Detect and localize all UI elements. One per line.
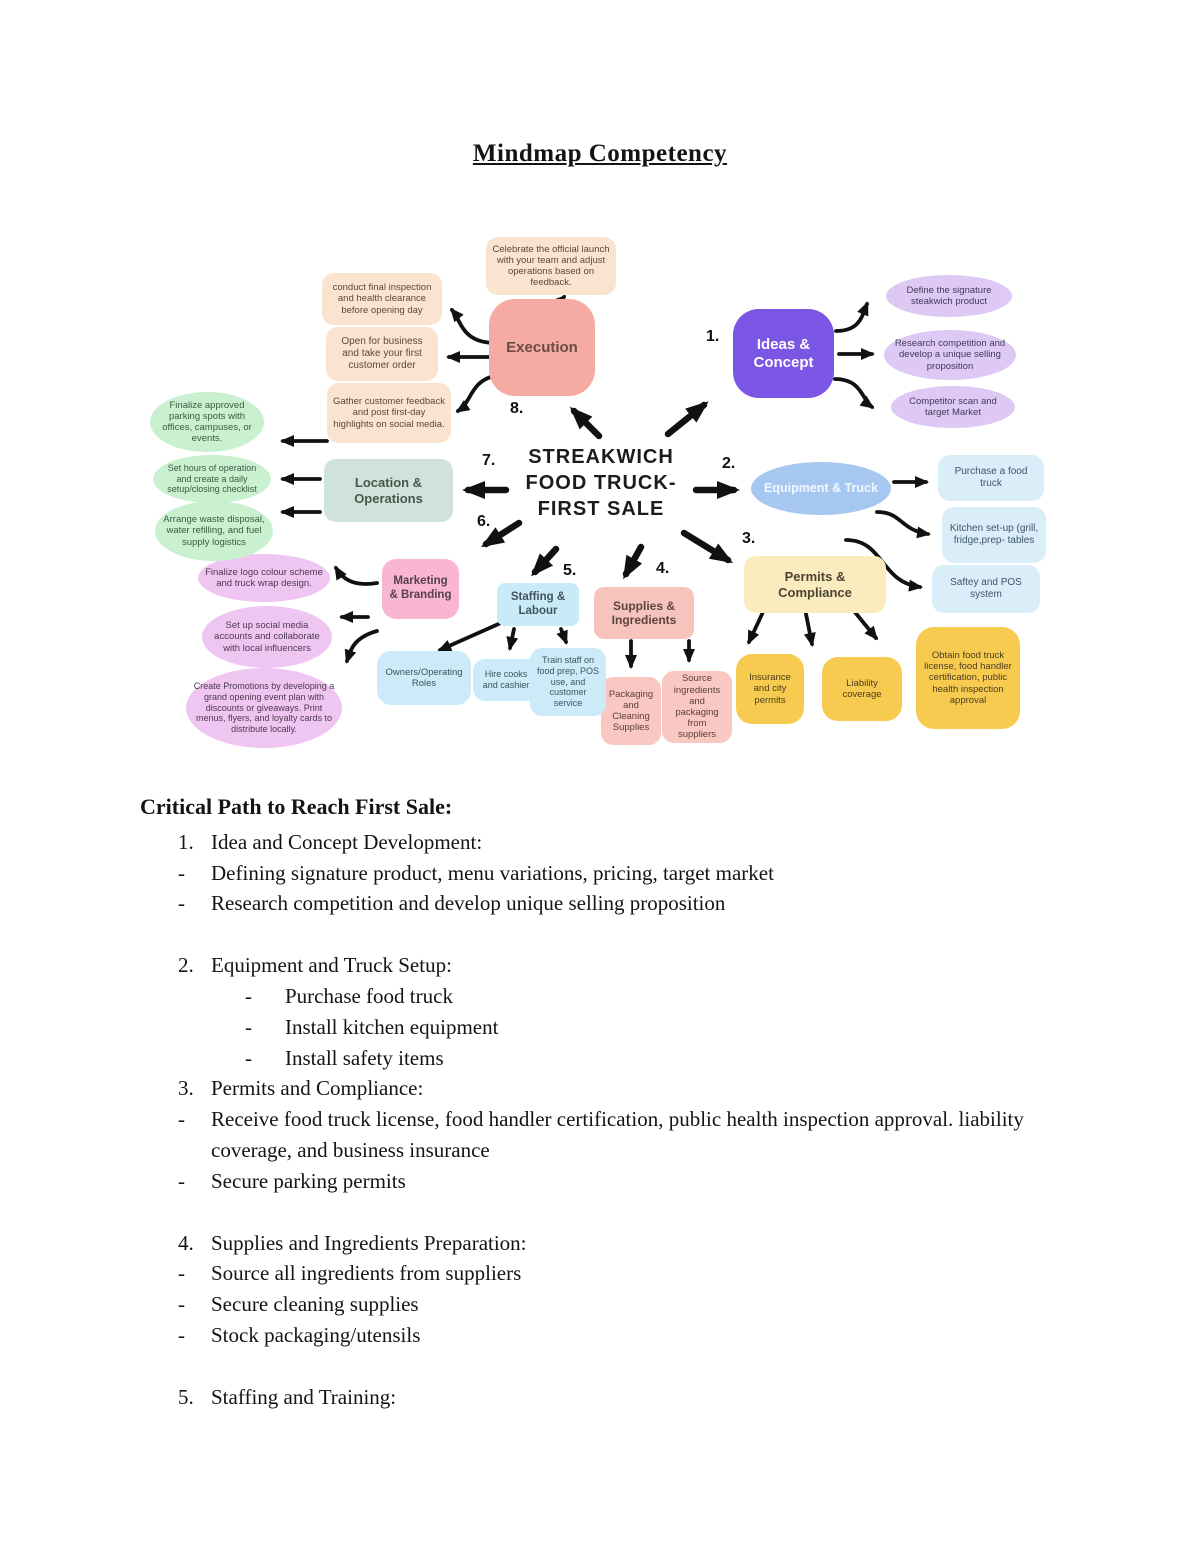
bubble-research-competition: Research competition and develop a uniqu… xyxy=(884,330,1016,380)
section-number: 4. xyxy=(178,1230,194,1255)
bubble-obtain-license: Obtain food truck license, food handler … xyxy=(916,627,1020,729)
list-item-text: Receive food truck license, food handler… xyxy=(211,1107,1024,1162)
section-3: 3. Permits and Compliance: - Receive food … xyxy=(140,1073,1080,1196)
dash-marker: - xyxy=(245,1014,252,1039)
bubble-final-inspection: conduct final inspection and health clea… xyxy=(322,273,442,325)
bubble-waste-logistics: Arrange waste disposal, water refilling,… xyxy=(155,501,273,561)
section-1: 1. Idea and Concept Development: - Definin… xyxy=(140,827,1080,919)
branch-number-1: 1. xyxy=(706,328,720,345)
list-item: - Source all ingredients from suppliers xyxy=(140,1258,1080,1289)
dash-marker: - xyxy=(178,860,185,885)
bubble-hours-checklist: Set hours of operation and create a dail… xyxy=(153,455,271,503)
bubble-hire-cooks: Hire cooks and cashier xyxy=(473,659,539,701)
branch-number-3: 3. xyxy=(742,530,756,547)
dash-marker: - xyxy=(178,891,185,916)
node-ideas-concept: Ideas & Concept xyxy=(733,309,834,398)
list-item: - Secure parking permits xyxy=(140,1166,1080,1197)
bubble-packaging-cleaning: Packaging and Cleaning Supplies xyxy=(601,677,661,745)
list-item: - Install kitchen equipment xyxy=(140,1012,1080,1043)
branch-number-5: 5. xyxy=(563,562,577,579)
list-item-text: Stock packaging/utensils xyxy=(211,1322,421,1347)
bubble-safety-pos: Saftey and POS system xyxy=(932,565,1040,613)
bubble-insurance-permits: Insurance and city permits xyxy=(736,654,804,724)
list-item-text: Install kitchen equipment xyxy=(285,1014,499,1039)
section-number: 1. xyxy=(178,829,194,854)
bubble-define-product: Define the signature steakwich product xyxy=(886,275,1012,317)
dash-marker: - xyxy=(245,983,252,1008)
bubble-source-ingredients: Source ingredients and packaging from su… xyxy=(662,671,732,743)
dash-marker: - xyxy=(178,1107,185,1132)
bubble-social-media: Set up social media accounts and collabo… xyxy=(202,606,332,668)
bubble-gather-feedback: Gather customer feedback and post first-… xyxy=(327,383,451,443)
node-execution: Execution xyxy=(489,299,595,396)
mindmap-diagram: STREAKWICH FOOD TRUCK- FIRST SALE 1. 2. … xyxy=(150,237,1046,748)
dash-marker: - xyxy=(178,1322,185,1347)
bubble-purchase-truck: Purchase a food truck xyxy=(938,455,1044,501)
bubble-celebrate-launch: Celebrate the official launch with your … xyxy=(486,237,616,295)
section-title: Permits and Compliance: xyxy=(211,1076,424,1101)
branch-number-6: 6. xyxy=(477,513,491,530)
list-item: - Stock packaging/utensils xyxy=(140,1320,1080,1351)
list-item: - Research competition and develop unique… xyxy=(140,888,1080,919)
bubble-parking-spots: Finalize approved parking spots with off… xyxy=(150,392,264,452)
list-item-text: Install safety items xyxy=(285,1045,444,1070)
section-title: Staffing and Training: xyxy=(211,1384,397,1409)
bubble-train-staff: Train staff on food prep, POS use, and c… xyxy=(530,648,606,716)
branch-number-7: 7. xyxy=(482,452,496,469)
branch-number-2: 2. xyxy=(722,455,736,472)
section-4: 4.Supplies and Ingredients Preparation: … xyxy=(140,1228,1080,1351)
node-staffing-labour: Staffing & Labour xyxy=(497,583,579,626)
page-title: Mindmap Competency xyxy=(472,140,728,167)
section-number: 2. xyxy=(178,953,194,978)
bubble-promotions: Create Promotions by developing a grand … xyxy=(186,668,342,748)
dash-marker: - xyxy=(178,1261,185,1286)
bubble-logo-wrap: Finalize logo colour scheme and truck wr… xyxy=(198,554,330,602)
section-2: 2. Equipment and Truck Setup: - Purchase f… xyxy=(140,950,1080,1073)
bubble-competitor-scan: Competitor scan and target Market xyxy=(891,386,1015,428)
list-item-text: Research competition and develop unique … xyxy=(211,891,726,916)
notes-heading: Critical Path to Reach First Sale: xyxy=(140,794,453,819)
section-title: Idea and Concept Development: xyxy=(211,829,483,854)
list-item-text: Defining signature product, menu variati… xyxy=(211,860,774,885)
section-number: 5. xyxy=(178,1384,194,1409)
list-item: - Install safety items xyxy=(140,1043,1080,1074)
list-item-text: Secure parking permits xyxy=(211,1168,406,1193)
bubble-open-business: Open for business and take your first cu… xyxy=(326,327,438,381)
mindmap-center-title: STREAKWICH FOOD TRUCK- FIRST SALE xyxy=(525,446,677,520)
node-supplies-ingredients: Supplies & Ingredients xyxy=(594,587,694,639)
list-item: - Defining signature product, menu variat… xyxy=(140,858,1080,889)
section-title: Equipment and Truck Setup: xyxy=(211,953,452,978)
bubble-owners-roles: Owners/Operating Roles xyxy=(377,651,471,705)
dash-marker: - xyxy=(178,1168,185,1193)
section-number: 3. xyxy=(178,1076,194,1101)
node-permits-compliance: Permits & Compliance xyxy=(744,556,886,613)
node-equipment-truck: Equipment & Truck xyxy=(751,462,891,515)
list-item-text: Purchase food truck xyxy=(285,983,453,1008)
bubble-liability-coverage: Liability coverage xyxy=(822,657,902,721)
section-5: 5. Staffing and Training: xyxy=(140,1382,1080,1413)
section-title: Supplies and Ingredients Preparation: xyxy=(211,1230,527,1255)
bubble-kitchen-setup: Kitchen set-up (grill, fridge,prep- tabl… xyxy=(942,507,1046,563)
list-item-text: Source all ingredients from suppliers xyxy=(211,1261,522,1286)
branch-number-4: 4. xyxy=(656,560,670,577)
notes-section: Critical Path to Reach First Sale: 1. Ide… xyxy=(140,792,1080,1413)
list-item: - Secure cleaning supplies xyxy=(140,1289,1080,1320)
node-location-operations: Location & Operations xyxy=(324,459,453,522)
list-item: - Purchase food truck xyxy=(140,981,1080,1012)
node-marketing-branding: Marketing & Branding xyxy=(382,559,459,619)
dash-marker: - xyxy=(178,1292,185,1317)
dash-marker: - xyxy=(245,1045,252,1070)
list-item: - Receive food truck license, food handle… xyxy=(140,1104,1080,1166)
list-item-text: Secure cleaning supplies xyxy=(211,1292,419,1317)
branch-number-8: 8. xyxy=(510,400,524,417)
